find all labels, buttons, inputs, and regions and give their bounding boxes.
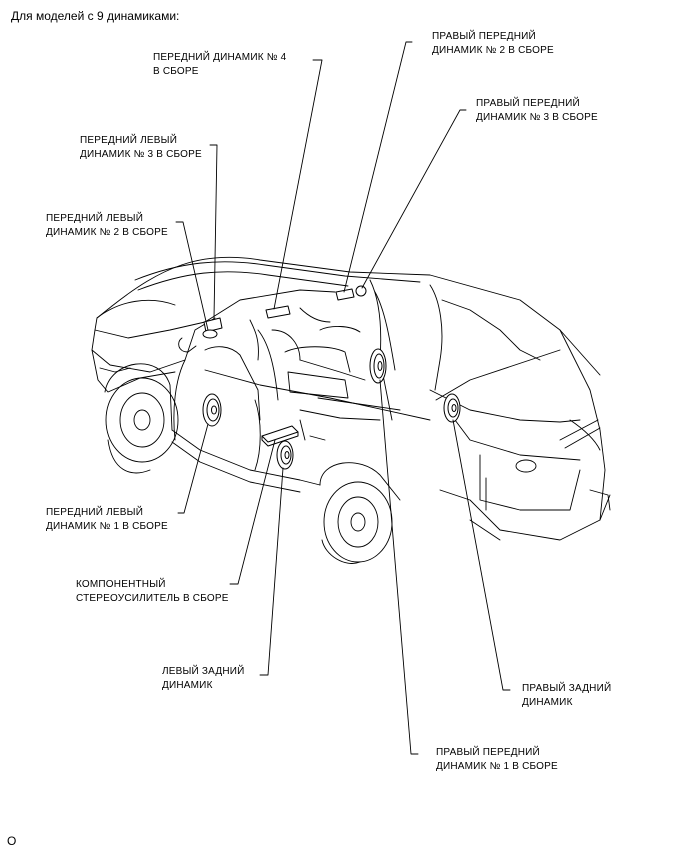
leader-stereo-amplifier bbox=[229, 439, 276, 585]
label-line: ДИНАМИК № 2 В СБОРЕ bbox=[432, 45, 554, 56]
label-front-right-speaker-1: ПРАВЫЙ ПЕРЕДНИЙ ДИНАМИК № 1 В СБОРЕ bbox=[436, 746, 558, 774]
diagram-heading: Для моделей с 9 динамиками: bbox=[11, 9, 180, 23]
front-left-speaker-1-icon bbox=[202, 393, 222, 427]
label-line: ПРАВЫЙ ПЕРЕДНИЙ bbox=[436, 747, 540, 758]
label-stereo-amplifier: КОМПОНЕНТНЫЙ СТЕРЕОУСИЛИТЕЛЬ В СБОРЕ bbox=[76, 578, 229, 606]
label-rear-right-speaker: ПРАВЫЙ ЗАДНИЙ ДИНАМИК bbox=[522, 682, 611, 710]
front-right-speaker-2-icon bbox=[335, 288, 355, 301]
label-front-speaker-4: ПЕРЕДНИЙ ДИНАМИК № 4 В СБОРЕ bbox=[153, 51, 286, 79]
label-line: СТЕРЕОУСИЛИТЕЛЬ В СБОРЕ bbox=[76, 593, 229, 604]
label-line: В СБОРЕ bbox=[153, 66, 199, 77]
leader-rear-right-speaker bbox=[452, 419, 511, 691]
leader-front-left-speaker-1 bbox=[177, 423, 209, 514]
front-left-speaker-2-icon bbox=[202, 329, 218, 339]
leader-front-speaker-4 bbox=[273, 59, 323, 310]
leader-front-left-speaker-2 bbox=[175, 221, 209, 331]
figure-code: O bbox=[7, 834, 17, 848]
label-line: ДИНАМИК № 3 В СБОРЕ bbox=[476, 112, 598, 123]
front-left-speaker-3-icon bbox=[203, 317, 223, 333]
label-line: ПЕРЕДНИЙ ЛЕВЫЙ bbox=[46, 507, 144, 518]
leader-front-left-speaker-3 bbox=[209, 144, 218, 319]
label-line: ЛЕВЫЙ ЗАДНИЙ bbox=[162, 666, 245, 677]
label-line: ПЕРЕДНИЙ ДИНАМИК № 4 bbox=[153, 52, 287, 63]
label-line: ПЕРЕДНИЙ ЛЕВЫЙ bbox=[80, 135, 178, 146]
leader-rear-left-speaker bbox=[259, 467, 284, 676]
label-front-left-speaker-2: ПЕРЕДНИЙ ЛЕВЫЙ ДИНАМИК № 2 В СБОРЕ bbox=[46, 212, 168, 240]
label-front-right-speaker-2: ПРАВЫЙ ПЕРЕДНИЙ ДИНАМИК № 2 В СБОРЕ bbox=[432, 30, 554, 58]
label-line: ДИНАМИК № 2 В СБОРЕ bbox=[46, 227, 168, 238]
label-line: ДИНАМИК № 3 В СБОРЕ bbox=[80, 149, 202, 160]
rear-left-speaker-icon bbox=[276, 440, 294, 470]
vehicle-outline bbox=[91, 256, 611, 564]
leader-front-right-speaker-3 bbox=[361, 109, 467, 289]
label-front-left-speaker-3: ПЕРЕДНИЙ ЛЕВЫЙ ДИНАМИК № 3 В СБОРЕ bbox=[80, 134, 202, 162]
front-right-speaker-1-icon bbox=[369, 348, 387, 384]
label-line: ДИНАМИК bbox=[162, 680, 213, 691]
front-right-speaker-3-icon bbox=[355, 285, 367, 297]
leader-front-right-speaker-1 bbox=[379, 379, 419, 755]
label-front-right-speaker-3: ПРАВЫЙ ПЕРЕДНИЙ ДИНАМИК № 3 В СБОРЕ bbox=[476, 97, 598, 125]
rear-right-speaker-icon bbox=[443, 393, 461, 423]
label-front-left-speaker-1: ПЕРЕДНИЙ ЛЕВЫЙ ДИНАМИК № 1 В СБОРЕ bbox=[46, 506, 168, 534]
label-line: ДИНАМИК № 1 В СБОРЕ bbox=[46, 521, 168, 532]
label-line: ПРАВЫЙ ПЕРЕДНИЙ bbox=[432, 31, 536, 42]
label-line: ПРАВЫЙ ПЕРЕДНИЙ bbox=[476, 98, 580, 109]
label-rear-left-speaker: ЛЕВЫЙ ЗАДНИЙ ДИНАМИК bbox=[162, 665, 245, 693]
leader-front-right-speaker-2 bbox=[343, 41, 413, 293]
speaker-components bbox=[202, 285, 461, 470]
leader-lines bbox=[175, 41, 511, 755]
label-line: ДИНАМИК № 1 В СБОРЕ bbox=[436, 761, 558, 772]
front-speaker-4-icon bbox=[265, 305, 291, 319]
label-line: ПРАВЫЙ ЗАДНИЙ bbox=[522, 683, 612, 694]
label-line: КОМПОНЕНТНЫЙ bbox=[76, 579, 166, 590]
stereo-amplifier-icon bbox=[261, 425, 299, 443]
label-line: ПЕРЕДНИЙ ЛЕВЫЙ bbox=[46, 213, 144, 224]
label-line: ДИНАМИК bbox=[522, 697, 573, 708]
